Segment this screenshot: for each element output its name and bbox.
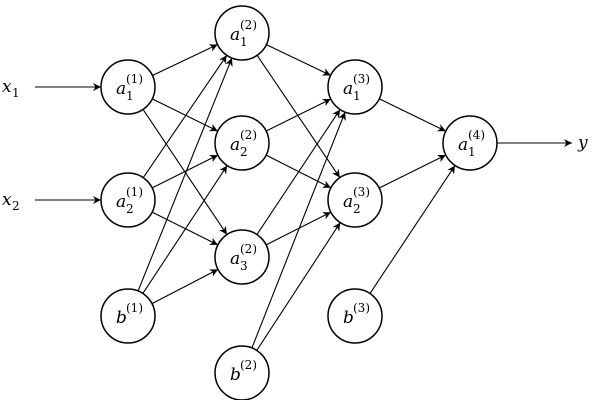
node-a12: a(2) 1: [214, 5, 270, 61]
node-circle: [100, 59, 156, 115]
node-superscript: (4): [468, 128, 485, 142]
node-superscript: (2): [240, 242, 257, 256]
edge-a12-to-a23: [256, 55, 341, 178]
node-a21: a(1) 2: [100, 172, 156, 228]
edge-b1-to-a32: [151, 268, 219, 305]
edge-a23-to-a14: [378, 154, 447, 189]
input-label-x1: x: [2, 77, 12, 97]
edge-a21-to-a32: [151, 211, 219, 246]
node-subscript: 2: [126, 202, 134, 216]
edge-a13-to-a14: [379, 98, 446, 132]
node-label: a: [343, 79, 353, 99]
edge-b3-to-a14: [369, 165, 456, 294]
node-circle: [100, 288, 156, 344]
node-label: a: [343, 192, 353, 212]
node-a13: a(3) 1: [327, 59, 383, 115]
node-circle: [327, 59, 383, 115]
edge-b1-to-a22: [142, 165, 228, 294]
node-circle: [327, 288, 383, 344]
edge-a11-to-a12: [152, 44, 218, 76]
node-subscript: 1: [126, 89, 134, 103]
node-label: a: [230, 135, 240, 155]
edge-a21-to-a22: [151, 154, 219, 189]
input-label-x2: x: [2, 190, 12, 210]
nodes-layer: a(1)1a(1)2b(1)a(2)1a(2)2a(2)3b(2)a(3)1a(…: [100, 5, 498, 400]
node-label: a: [458, 135, 468, 155]
node-b1: b(1): [100, 288, 156, 344]
node-a23: a(3) 2: [327, 172, 383, 228]
node-label: a: [230, 25, 240, 45]
node-subscript: 3: [240, 259, 248, 273]
node-circle: [214, 115, 270, 171]
edges-layer: [35, 44, 572, 351]
node-label: a: [230, 249, 240, 269]
node-a14: a(4) 1: [442, 115, 498, 171]
node-superscript: (2): [240, 358, 257, 372]
node-superscript: (1): [126, 301, 143, 315]
edge-a32-to-a23: [265, 211, 332, 246]
node-circle: [327, 172, 383, 228]
node-superscript: (1): [126, 185, 143, 199]
node-a32: a(2) 3: [214, 229, 270, 285]
node-subscript: 1: [468, 145, 476, 159]
edge-b2-to-a23: [256, 222, 341, 351]
node-circle: [214, 229, 270, 285]
node-superscript: (2): [240, 128, 257, 142]
node-superscript: (3): [353, 301, 370, 315]
node-circle: [214, 345, 270, 400]
node-superscript: (3): [353, 185, 370, 199]
node-label: b: [343, 308, 354, 328]
node-a11: a(1) 1: [100, 59, 156, 115]
node-label: a: [116, 192, 126, 212]
edge-a21-to-a12: [142, 54, 228, 179]
input-subscript-x1: 1: [12, 86, 20, 100]
output-label-y: y: [577, 133, 588, 153]
input-subscript-x2: 2: [12, 199, 20, 213]
edge-b1-to-a12: [137, 57, 233, 292]
node-superscript: (3): [353, 72, 370, 86]
node-b3: b(3): [327, 288, 383, 344]
edge-a22-to-a13: [265, 98, 332, 132]
node-subscript: 2: [240, 145, 248, 159]
edge-a12-to-a13: [266, 44, 331, 76]
node-b2: b(2): [214, 345, 270, 400]
node-circle: [100, 172, 156, 228]
node-label: a: [116, 79, 126, 99]
node-label: b: [230, 365, 241, 385]
edge-a32-to-a13: [256, 109, 341, 235]
node-circle: [214, 5, 270, 61]
edge-b2-to-a13: [251, 111, 346, 349]
edge-a11-to-a22: [151, 98, 219, 132]
node-superscript: (1): [126, 72, 143, 86]
node-subscript: 1: [353, 89, 361, 103]
node-subscript: 1: [240, 35, 248, 49]
node-circle: [442, 115, 498, 171]
node-superscript: (2): [240, 18, 257, 32]
node-subscript: 2: [353, 202, 361, 216]
node-a22: a(2) 2: [214, 115, 270, 171]
node-label: b: [116, 308, 127, 328]
